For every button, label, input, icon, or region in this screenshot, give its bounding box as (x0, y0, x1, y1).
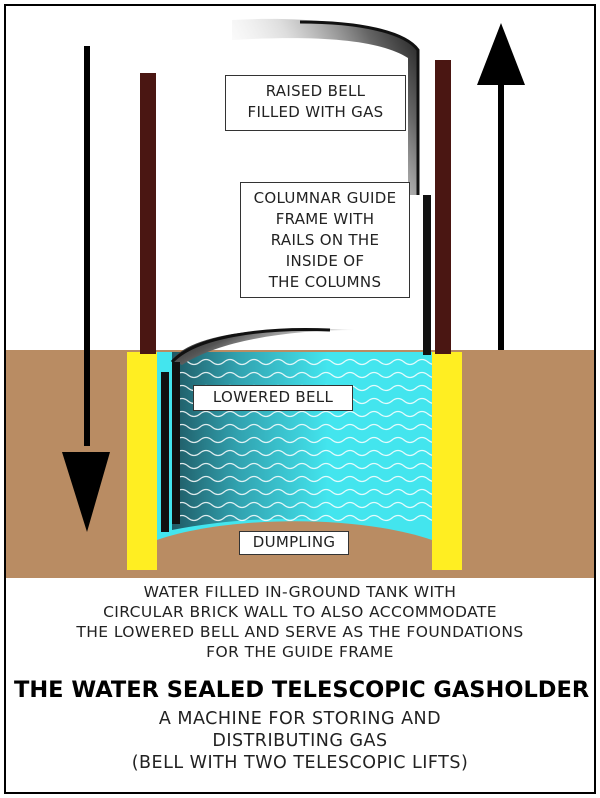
water-wave-line (175, 514, 441, 522)
water-wave-line (175, 462, 441, 470)
raised-bell-rim (299, 20, 420, 195)
tank-description: WATER FILLED IN-GROUND TANK WITH CIRCULA… (76, 583, 524, 661)
water-wave-line (175, 501, 441, 509)
dumpling-label: DUMPLING (239, 531, 349, 555)
brick-wall-left (127, 352, 157, 570)
lowered-bell-label: LOWERED BELL (193, 385, 353, 411)
diagram-title: THE WATER SEALED TELESCOPIC GASHOLDER (14, 677, 590, 703)
diagram-subtitle: A MACHINE FOR STORING AND DISTRIBUTING G… (131, 709, 469, 773)
guide-column-left (140, 73, 156, 354)
guide-frame-label: COLUMNAR GUIDE FRAME WITH RAILS ON THE I… (240, 182, 410, 298)
caption-area (6, 578, 594, 792)
raised-bell-label: RAISED BELL FILLED WITH GAS (225, 75, 406, 131)
brick-wall-right (432, 352, 462, 570)
down-arrow (62, 46, 110, 532)
water-wave-line (175, 488, 441, 496)
water-wave-line (175, 449, 441, 457)
lowered-bell-rim (170, 328, 331, 364)
water-wave-line (175, 423, 441, 431)
up-arrow (477, 23, 525, 350)
lowered-bell-wall-inner (172, 362, 180, 524)
lowered-bell-wall-outer (161, 372, 169, 532)
water-wave-line (175, 410, 441, 418)
water-wave-line (175, 475, 441, 483)
lift-rail-upper (423, 195, 431, 355)
lowered-bell-water (172, 352, 432, 530)
water-wave-line (175, 436, 441, 444)
raised-bell (232, 18, 418, 196)
water-wave-line (175, 358, 441, 366)
guide-column-right (435, 60, 451, 354)
water-wave-line (175, 371, 441, 379)
